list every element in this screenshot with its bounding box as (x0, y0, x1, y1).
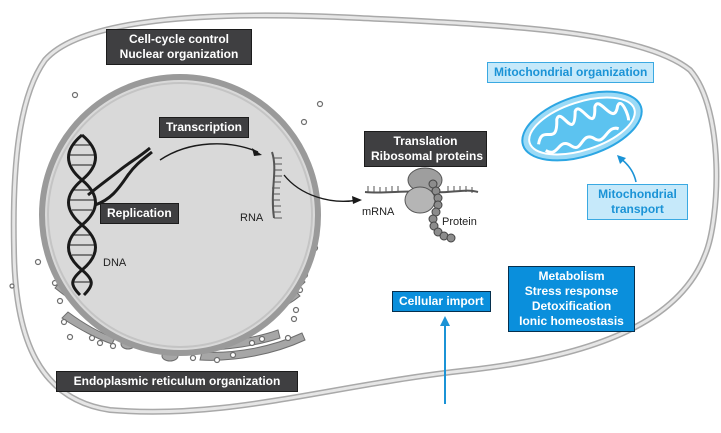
label-line: Translation (393, 134, 458, 148)
label-line: Stress response (524, 284, 619, 298)
annotation-protein: Protein (442, 216, 477, 228)
export-arrow (283, 174, 359, 202)
dna-helix (67, 133, 153, 297)
annotation-rna: RNA (240, 212, 264, 224)
label-cellular-import: Cellular import (392, 291, 491, 312)
annotation-dna: DNA (103, 257, 127, 269)
label-line: Nuclear organization (119, 47, 239, 61)
label-cell-cycle-control: Cell-cycle control Nuclear organization (106, 29, 252, 65)
mitochondrion (521, 90, 643, 162)
label-metabolism: Metabolism Stress response Detoxificatio… (508, 266, 635, 332)
label-translation: Translation Ribosomal proteins (364, 131, 487, 167)
label-line: Detoxification (531, 299, 612, 313)
rna-strand (271, 151, 282, 219)
annotation-mrna: mRNA (362, 206, 395, 218)
label-line: Mitochondrial (598, 187, 677, 201)
nucleus (39, 74, 321, 356)
label-replication: Replication (100, 203, 179, 224)
label-line: Ribosomal proteins (371, 149, 484, 163)
label-line: Metabolism (538, 269, 605, 283)
label-mitochondrial-transport: Mitochondrial transport (587, 184, 688, 220)
protein-chain (428, 179, 456, 243)
transcription-arrow (159, 143, 259, 161)
label-er-organization: Endoplasmic reticulum organization (56, 371, 298, 392)
label-transcription: Transcription (159, 117, 250, 138)
label-line: Cell-cycle control (128, 32, 230, 46)
label-mitochondrial-organization: Mitochondrial organization (487, 62, 655, 83)
label-line: Ionic homeostasis (519, 314, 624, 328)
label-line: transport (611, 202, 664, 216)
